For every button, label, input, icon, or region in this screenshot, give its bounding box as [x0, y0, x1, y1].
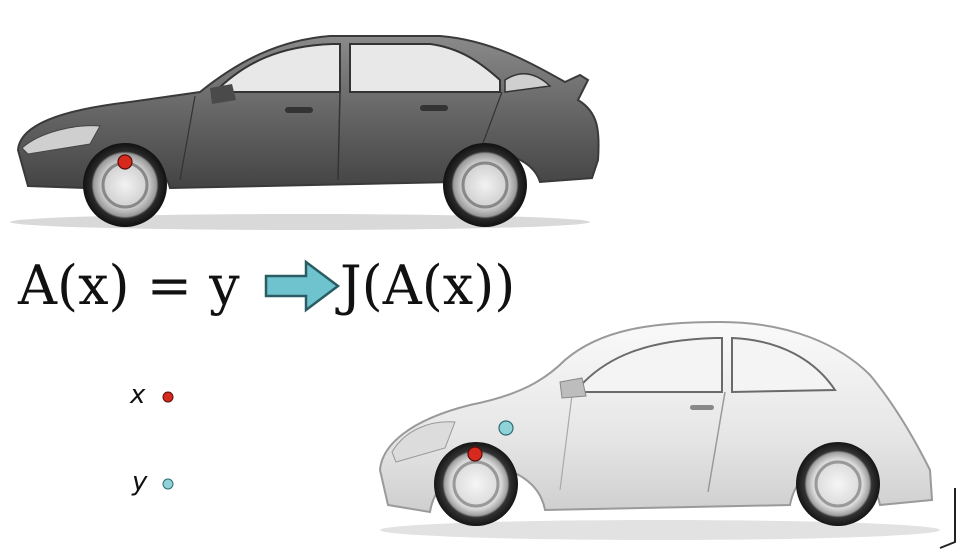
point-y-on-beetle: [498, 420, 514, 436]
legend-label-y: y: [132, 467, 148, 497]
equation-rhs: J(A(x)): [340, 254, 516, 317]
arrow-right-icon: [264, 259, 341, 313]
legend-label-x: x: [130, 380, 146, 410]
legend-dot-x: [162, 391, 174, 403]
equation-lhs: A(x) = y: [18, 254, 240, 317]
point-x-on-beetle: [467, 446, 483, 462]
legend-dot-y: [162, 478, 174, 490]
equation: A(x) = y J(A(x)): [18, 246, 578, 326]
point-x-on-sedan: [117, 154, 133, 170]
